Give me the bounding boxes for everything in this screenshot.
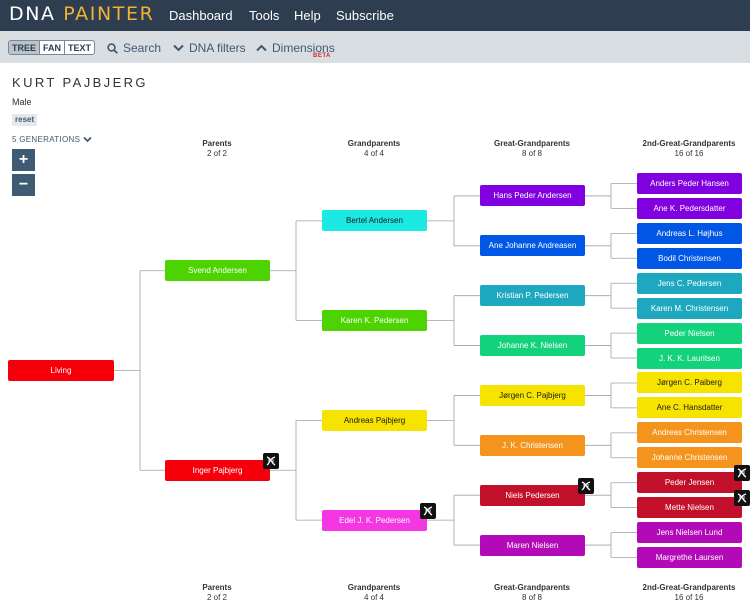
generations-label: 5 GENERATIONS bbox=[12, 135, 81, 144]
second-great-grandparent-node[interactable]: Andreas Christensen bbox=[637, 422, 742, 443]
column-title: 2nd-Great-Grandparents bbox=[642, 139, 736, 148]
column-count: 4 of 4 bbox=[363, 593, 384, 602]
generations-dropdown[interactable]: 5 GENERATIONS bbox=[12, 135, 92, 144]
dna-match-icon[interactable] bbox=[734, 490, 750, 506]
second-great-grandparent-node[interactable]: J. K. K. Lauritsen bbox=[637, 348, 742, 369]
second-great-grandparent-node[interactable]: Bodil Christensen bbox=[637, 248, 742, 269]
person-sex: Male bbox=[12, 97, 32, 107]
grandparent-node[interactable]: Andreas Pajbjerg bbox=[322, 410, 427, 431]
dna-match-icon[interactable] bbox=[420, 503, 436, 519]
column-title: Great-Grandparents bbox=[493, 583, 571, 592]
column-count: 8 of 8 bbox=[521, 593, 542, 602]
second-great-grandparent-node[interactable]: Ane K. Pedersdatter bbox=[637, 198, 742, 219]
second-great-grandparent-node[interactable]: Karen M. Christensen bbox=[637, 298, 742, 319]
great-grandparent-node[interactable]: Kristian P. Pedersen bbox=[480, 285, 585, 306]
column-count: 16 of 16 bbox=[674, 149, 704, 158]
column-title: Grandparents bbox=[347, 139, 401, 148]
root-person-node[interactable]: Living bbox=[8, 360, 114, 381]
view-tree-button[interactable]: TREE bbox=[9, 41, 40, 54]
second-great-grandparent-node[interactable]: Johanne Christensen bbox=[637, 447, 742, 468]
column-count: 16 of 16 bbox=[674, 593, 704, 602]
second-great-grandparent-node[interactable]: Peder Jensen bbox=[637, 472, 742, 493]
search-icon bbox=[107, 42, 118, 54]
dna-helix-icon bbox=[737, 468, 747, 478]
dna-match-icon[interactable] bbox=[578, 478, 594, 494]
second-great-grandparent-node[interactable]: Anders Peder Hansen bbox=[637, 173, 742, 194]
column-title: Grandparents bbox=[347, 583, 401, 592]
zoom-out-button[interactable]: − bbox=[12, 174, 35, 196]
nav-subscribe[interactable]: Subscribe bbox=[336, 8, 394, 23]
nav-tools[interactable]: Tools bbox=[249, 8, 280, 23]
dna-helix-icon bbox=[423, 506, 433, 516]
great-grandparent-node[interactable]: Ane Johanne Andreasen bbox=[480, 235, 585, 256]
zoom-in-button[interactable]: + bbox=[12, 149, 35, 171]
great-grandparent-node[interactable]: Hans Peder Andersen bbox=[480, 185, 585, 206]
dna-filters-button[interactable]: DNA filters bbox=[173, 41, 246, 55]
column-count: 4 of 4 bbox=[363, 149, 384, 158]
second-great-grandparent-node[interactable]: Andreas L. Højhus bbox=[637, 223, 742, 244]
chevron-up-icon bbox=[256, 44, 267, 52]
dna-helix-icon bbox=[581, 481, 591, 491]
nav-help[interactable]: Help bbox=[294, 8, 321, 23]
dimensions-label: Dimensions bbox=[272, 41, 335, 55]
chevron-down-icon bbox=[173, 44, 184, 52]
second-great-grandparent-node[interactable]: Peder Nielsen bbox=[637, 323, 742, 344]
second-great-grandparent-node[interactable]: Margrethe Laursen bbox=[637, 547, 742, 568]
column-count: 2 of 2 bbox=[206, 149, 227, 158]
column-count: 2 of 2 bbox=[206, 593, 227, 602]
grandparent-node[interactable]: Edel J. K. Pedersen bbox=[322, 510, 427, 531]
reset-button[interactable]: reset bbox=[12, 114, 38, 126]
second-great-grandparent-node[interactable]: Mette Nielsen bbox=[637, 497, 742, 518]
second-great-grandparent-node[interactable]: Ane C. Hansdatter bbox=[637, 397, 742, 418]
logo-dna: DNA bbox=[9, 3, 56, 25]
great-grandparent-node[interactable]: Johanne K. Nielsen bbox=[480, 335, 585, 356]
person-name: KURT PAJBJERG bbox=[12, 75, 148, 90]
grandparent-node[interactable]: Bertel Andersen bbox=[322, 210, 427, 231]
dimensions-button[interactable]: Dimensions bbox=[256, 41, 335, 55]
tree-toolbar: TREE FAN TEXT Search DNA filters Dimensi… bbox=[0, 31, 750, 63]
column-title: Parents bbox=[202, 583, 232, 592]
great-grandparent-node[interactable]: J. K. Christensen bbox=[480, 435, 585, 456]
app-logo[interactable]: DNA PAINTER bbox=[9, 3, 154, 25]
dna-filters-label: DNA filters bbox=[189, 41, 246, 55]
view-text-button[interactable]: TEXT bbox=[64, 41, 94, 54]
column-title: 2nd-Great-Grandparents bbox=[642, 583, 736, 592]
column-title: Parents bbox=[202, 139, 232, 148]
parent-node[interactable]: Svend Andersen bbox=[165, 260, 270, 281]
second-great-grandparent-node[interactable]: Jørgen C. Paiberg bbox=[637, 372, 742, 393]
dna-match-icon[interactable] bbox=[263, 453, 279, 469]
dna-helix-icon bbox=[737, 493, 747, 503]
column-count: 8 of 8 bbox=[521, 149, 542, 158]
nav-dashboard[interactable]: Dashboard bbox=[169, 8, 233, 23]
search-label: Search bbox=[123, 41, 162, 55]
column-title: Great-Grandparents bbox=[493, 139, 571, 148]
grandparent-node[interactable]: Karen K. Pedersen bbox=[322, 310, 427, 331]
view-mode-switch: TREE FAN TEXT bbox=[8, 40, 96, 55]
logo-painter: PAINTER bbox=[63, 3, 155, 25]
view-fan-button[interactable]: FAN bbox=[39, 41, 64, 54]
second-great-grandparent-node[interactable]: Jens Nielsen Lund bbox=[637, 522, 742, 543]
chevron-down-icon bbox=[83, 136, 92, 143]
beta-badge: BETA bbox=[313, 53, 331, 59]
top-navigation-bar: DNA PAINTER Dashboard Tools Help Subscri… bbox=[0, 0, 750, 31]
parent-node[interactable]: Inger Pajbjerg bbox=[165, 460, 270, 481]
dna-match-icon[interactable] bbox=[734, 465, 750, 481]
great-grandparent-node[interactable]: Maren Nielsen bbox=[480, 535, 585, 556]
great-grandparent-node[interactable]: Jørgen C. Pajbjerg bbox=[480, 385, 585, 406]
dna-helix-icon bbox=[266, 456, 276, 466]
search-button[interactable]: Search bbox=[107, 41, 161, 55]
great-grandparent-node[interactable]: Niels Pedersen bbox=[480, 485, 585, 506]
second-great-grandparent-node[interactable]: Jens C. Pedersen bbox=[637, 273, 742, 294]
